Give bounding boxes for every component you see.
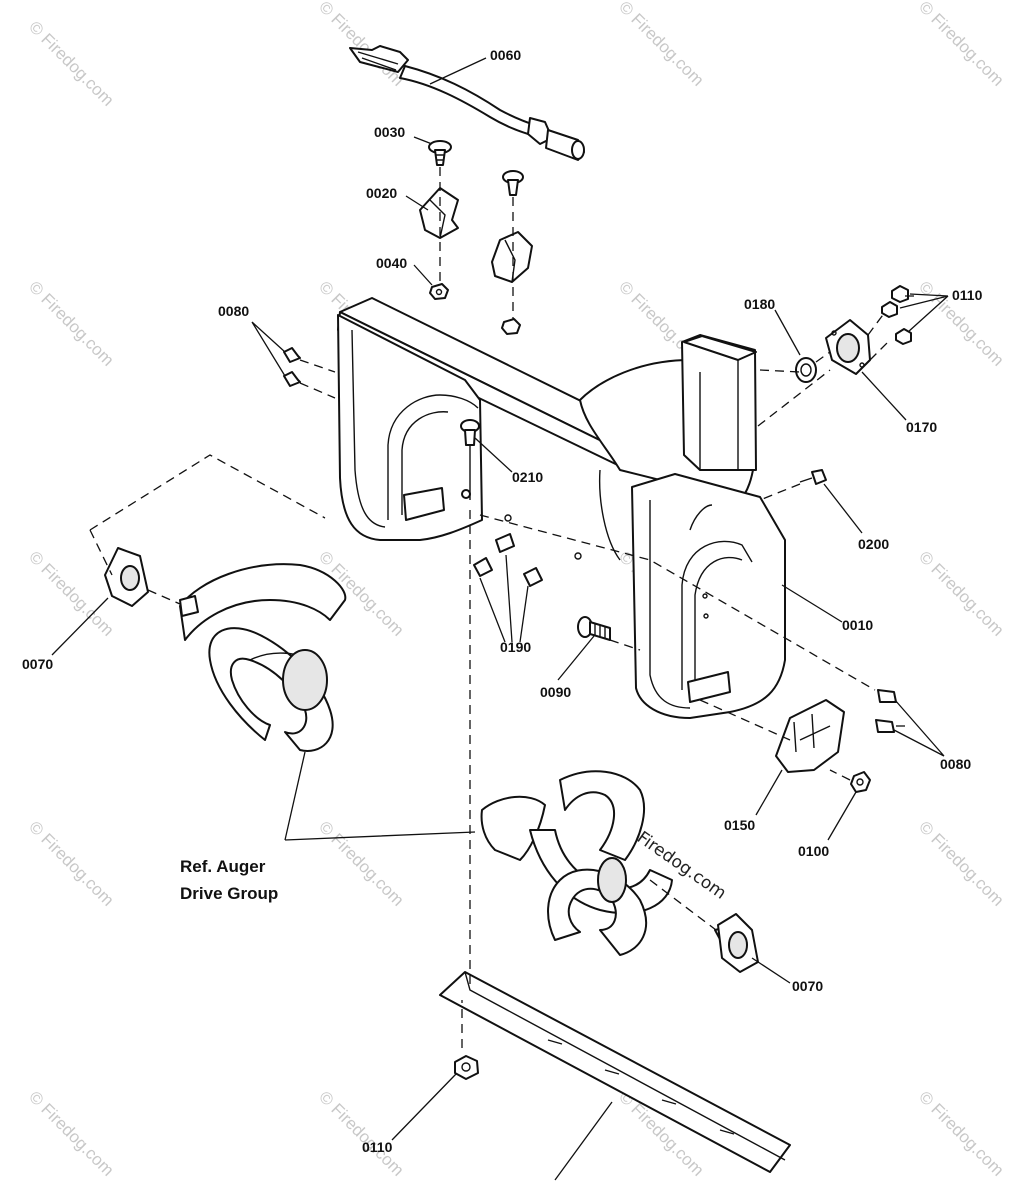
callout-0180: 0180 [744,296,775,312]
callout-0150: 0150 [724,817,755,833]
watermark: © Firedog.com [315,817,407,909]
watermark: © Firedog.com [915,1087,1007,1179]
scraper-bar [439,971,791,1173]
bolt-0210 [460,419,480,500]
watermark: © Firedog.com [615,0,707,90]
nut-0040 [429,283,449,300]
chute-bracket-0020 [419,187,459,239]
nuts-0110-top [881,285,912,345]
callout-0110-bottom: 0110 [362,1139,393,1155]
callout-0070-left: 0070 [22,656,53,672]
callout-0040: 0040 [376,255,407,271]
chute-bracket-right [491,231,533,283]
flange-0170 [825,319,871,375]
callout-0080-right: 0080 [940,756,971,772]
watermark: © Firedog.com [915,0,1007,90]
watermark: © Firedog.com [25,17,117,109]
reference-line-1: Ref. Auger [180,857,266,876]
callout-0090: 0090 [540,684,571,700]
bolts-0190 [473,514,582,587]
flange-0070-right [717,913,759,973]
callout-0170: 0170 [906,419,937,435]
watermark: © Firedog.com [25,277,117,369]
nut-right [501,318,521,335]
nut-0100 [850,771,871,793]
callout-0190: 0190 [500,639,531,655]
watermark: © Firedog.com [315,0,407,90]
reference-line-2: Drive Group [180,884,278,903]
watermark: © Firedog.com [25,817,117,909]
bolts-0080-right [875,689,897,733]
callout-0030: 0030 [374,124,405,140]
flange-0070-left [104,547,149,607]
watermark: © Firedog.com [915,547,1007,639]
watermark: © Firedog.com [315,1087,407,1179]
auger-left [179,563,347,752]
callout-0020: 0020 [366,185,397,201]
callout-0080-left: 0080 [218,303,249,319]
callout-0200: 0200 [858,536,889,552]
watermark: © Firedog.com [915,817,1007,909]
leader-lines [51,57,949,1181]
auger-housing-0010 [337,297,786,719]
callout-0070-right: 0070 [792,978,823,994]
bolts-0080-left [283,347,301,387]
bearing-0180 [795,357,817,383]
watermark: © Firedog.com [25,547,117,639]
alignment-lines [89,295,916,1048]
callout-0100: 0100 [798,843,829,859]
watermark: © Firedog.com [25,1087,117,1179]
callout-0210: 0210 [512,469,543,485]
skid-shoe-0150 [775,699,845,773]
screw-0030 [428,140,452,166]
bolt-0090 [577,616,611,641]
callout-labels: 0060 0030 0020 0040 0080 0180 0110 0170 … [22,47,983,1155]
bolt-0200 [799,469,827,485]
nut-0110-bottom [454,1055,479,1080]
reference-note: Ref. Auger Drive Group [180,857,278,903]
screw-right [502,170,524,196]
chute-rod-0060 [349,45,585,161]
callout-0060: 0060 [490,47,521,63]
auger-right [480,770,749,959]
callout-0010: 0010 [842,617,873,633]
callout-0110-top: 0110 [952,287,983,303]
